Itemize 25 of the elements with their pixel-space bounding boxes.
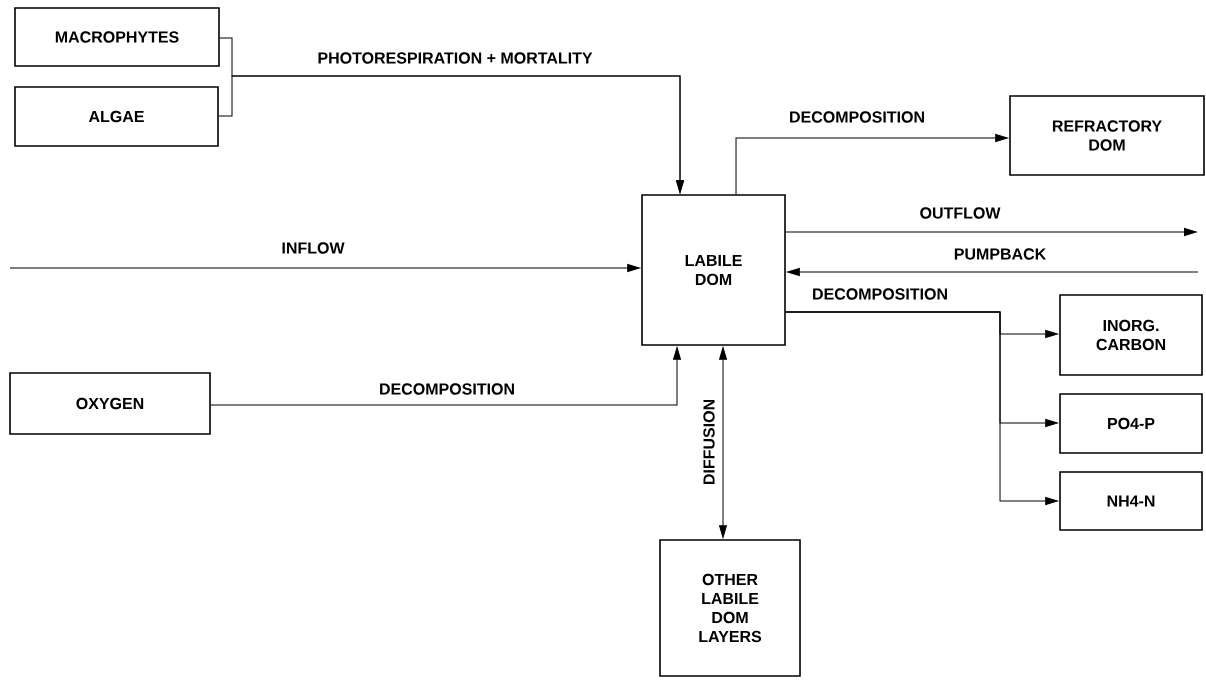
edge-label: DECOMPOSITION [811, 287, 949, 301]
process-box: ALGAE [14, 86, 219, 147]
edge-label: DECOMPOSITION [378, 382, 516, 396]
edge-label: PUMPBACK [952, 247, 1048, 261]
process-box: INORG. CARBON [1059, 294, 1203, 376]
edge-label: INFLOW [280, 241, 346, 255]
edge-label: DECOMPOSITION [788, 110, 926, 124]
arrow [785, 311, 1058, 505]
arrow [787, 268, 1199, 276]
process-box: OXYGEN [9, 372, 211, 435]
arrow [735, 134, 1008, 195]
process-box: NH4-N [1059, 471, 1203, 531]
process-box: LABILE DOM [641, 194, 786, 346]
process-box: MACROPHYTES [14, 7, 220, 67]
arrow [785, 228, 1197, 236]
process-box: OTHER LABILE DOM LAYERS [659, 539, 801, 677]
process-box: PO4-P [1059, 393, 1203, 454]
arrow [9, 264, 640, 272]
arrow [719, 347, 727, 538]
edge-label: PHOTORESPIRATION + MORTALITY [316, 51, 594, 65]
arrow [218, 75, 684, 193]
edge-label: DIFFUSION [702, 397, 716, 487]
edge-label: OUTFLOW [918, 206, 1002, 220]
process-box: REFRACTORY DOM [1009, 95, 1205, 176]
arrow [210, 347, 681, 406]
